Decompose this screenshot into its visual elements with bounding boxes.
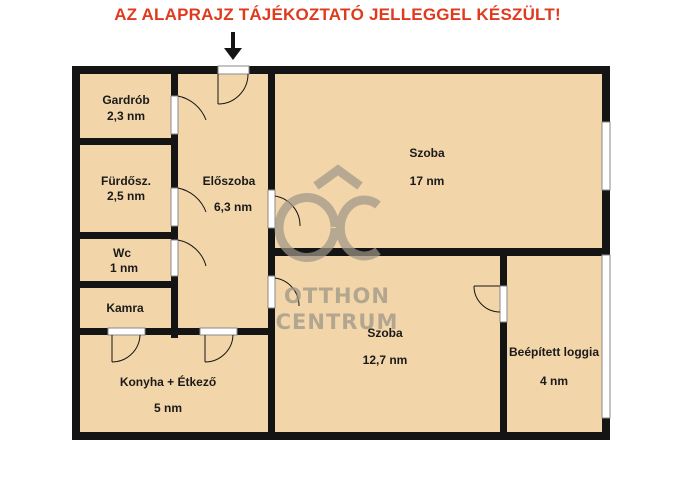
watermark-line2: CENTRUM	[276, 310, 399, 334]
room-kamra-name: Kamra	[106, 301, 144, 315]
doors	[107, 73, 501, 363]
disclaimer-notice: AZ ALAPRAJZ TÁJÉKOZTATÓ JELLEGGEL KÉSZÜL…	[114, 5, 561, 24]
room-szoba2-area: 12,7 nm	[363, 353, 408, 367]
walls	[72, 66, 610, 440]
room-szoba1-name: Szoba	[409, 146, 445, 160]
room-eloszoba-name: Előszoba	[203, 174, 256, 188]
room-wc-area: 1 nm	[110, 261, 138, 275]
room-szoba1-area: 17 nm	[410, 174, 445, 188]
window-entrance	[217, 65, 250, 75]
window-room1	[601, 121, 611, 191]
watermark-logo	[274, 164, 381, 262]
watermark-line1: OTTHON	[284, 284, 390, 308]
room-wc-name: Wc	[113, 246, 131, 260]
room-konyha-name: Konyha + Étkező	[120, 374, 216, 389]
room-gardrob-name: Gardrób	[102, 93, 149, 107]
room-konyha-area: 5 nm	[154, 401, 182, 415]
room-furdo-area: 2,5 nm	[107, 189, 145, 203]
room-gardrob-area: 2,3 nm	[107, 109, 145, 123]
arrow-down-icon	[224, 32, 242, 60]
room-furdo-name: Fürdősz.	[101, 174, 151, 188]
watermark: OTTHON CENTRUM	[274, 164, 399, 334]
room-eloszoba-area: 6,3 nm	[214, 200, 252, 214]
window-loggia-right	[601, 254, 611, 419]
room-loggia-name: Beépített loggia	[509, 345, 599, 359]
room-loggia-area: 4 nm	[540, 374, 568, 388]
windows	[217, 65, 611, 419]
room-szoba2-name: Szoba	[367, 326, 403, 340]
window-loggia-left	[499, 285, 508, 323]
